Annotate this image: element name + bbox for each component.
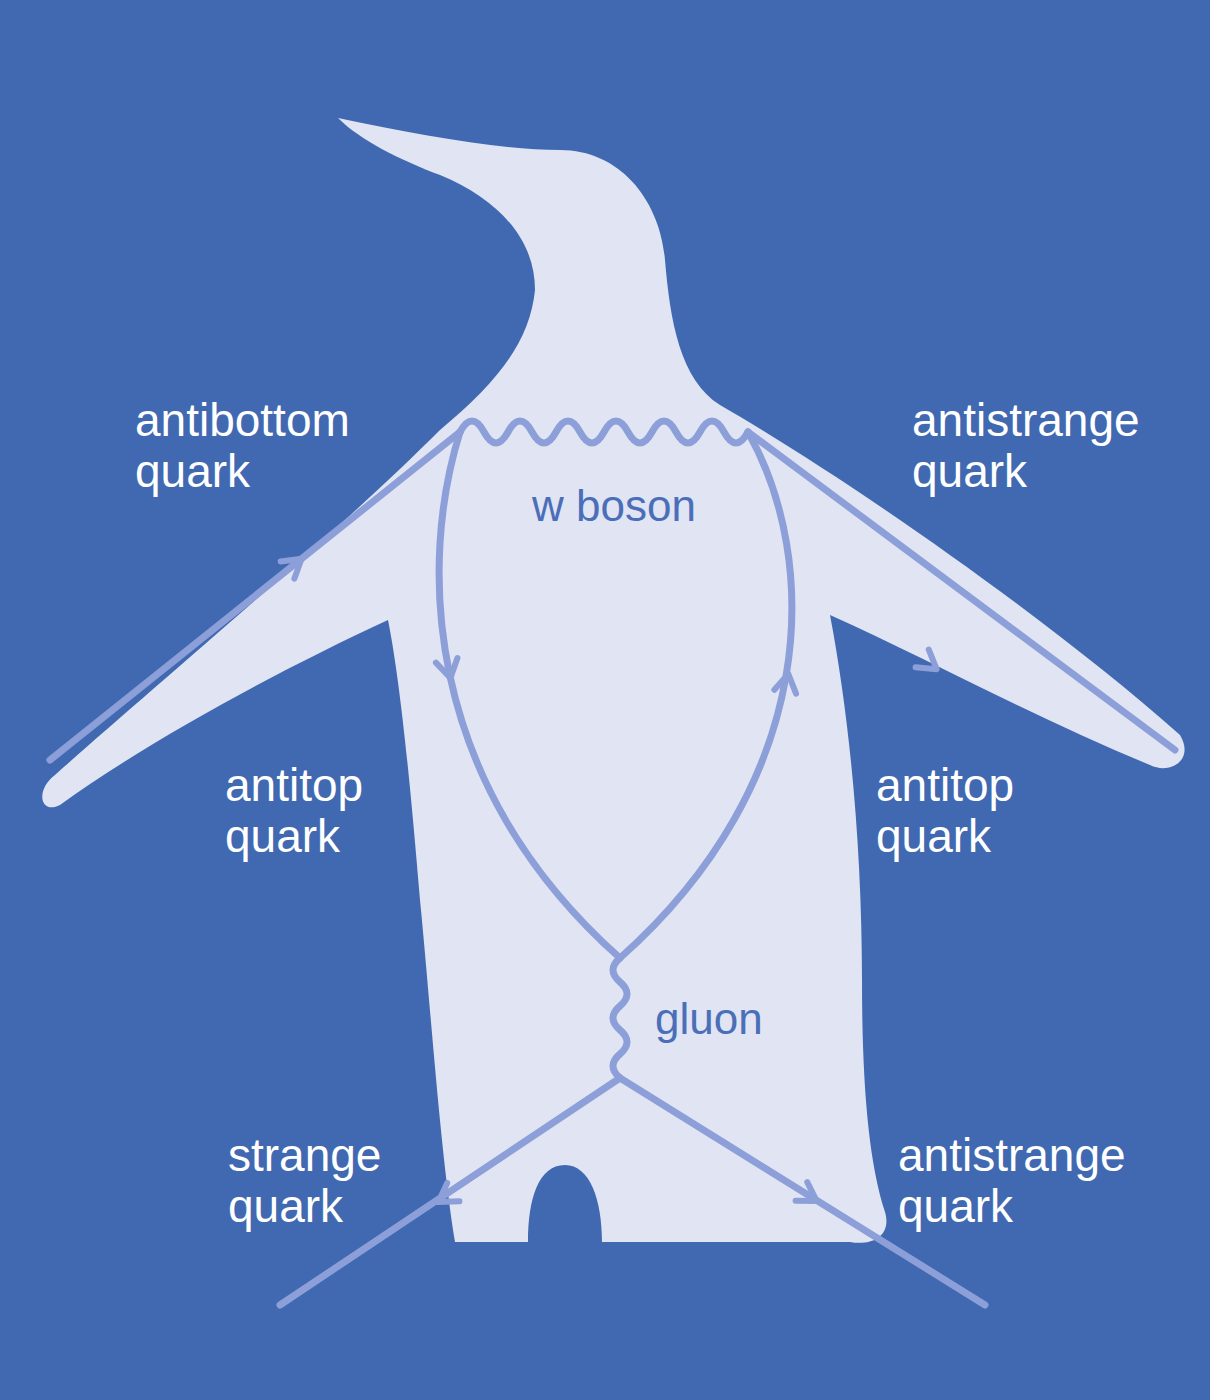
- particle-label: strange quark: [228, 1130, 381, 1231]
- arrowhead: [436, 658, 461, 680]
- particle-label: antistrange quark: [898, 1130, 1126, 1231]
- w-boson-wave: [460, 421, 748, 443]
- particle-label: gluon: [655, 995, 763, 1043]
- arrowhead: [796, 1182, 823, 1210]
- arrowhead: [774, 672, 799, 694]
- particle-label: antitop quark: [225, 760, 363, 861]
- particle-label: antibottom quark: [135, 395, 350, 496]
- arrowhead: [281, 550, 309, 578]
- quark-line: [50, 432, 460, 760]
- arrowhead: [432, 1183, 459, 1211]
- penguin-silhouette: [42, 118, 1184, 1243]
- arrowhead: [916, 650, 944, 678]
- particle-label: w boson: [532, 482, 696, 530]
- particle-label: antistrange quark: [912, 395, 1140, 496]
- gluon-wave: [613, 958, 627, 1078]
- particle-label: antitop quark: [876, 760, 1014, 861]
